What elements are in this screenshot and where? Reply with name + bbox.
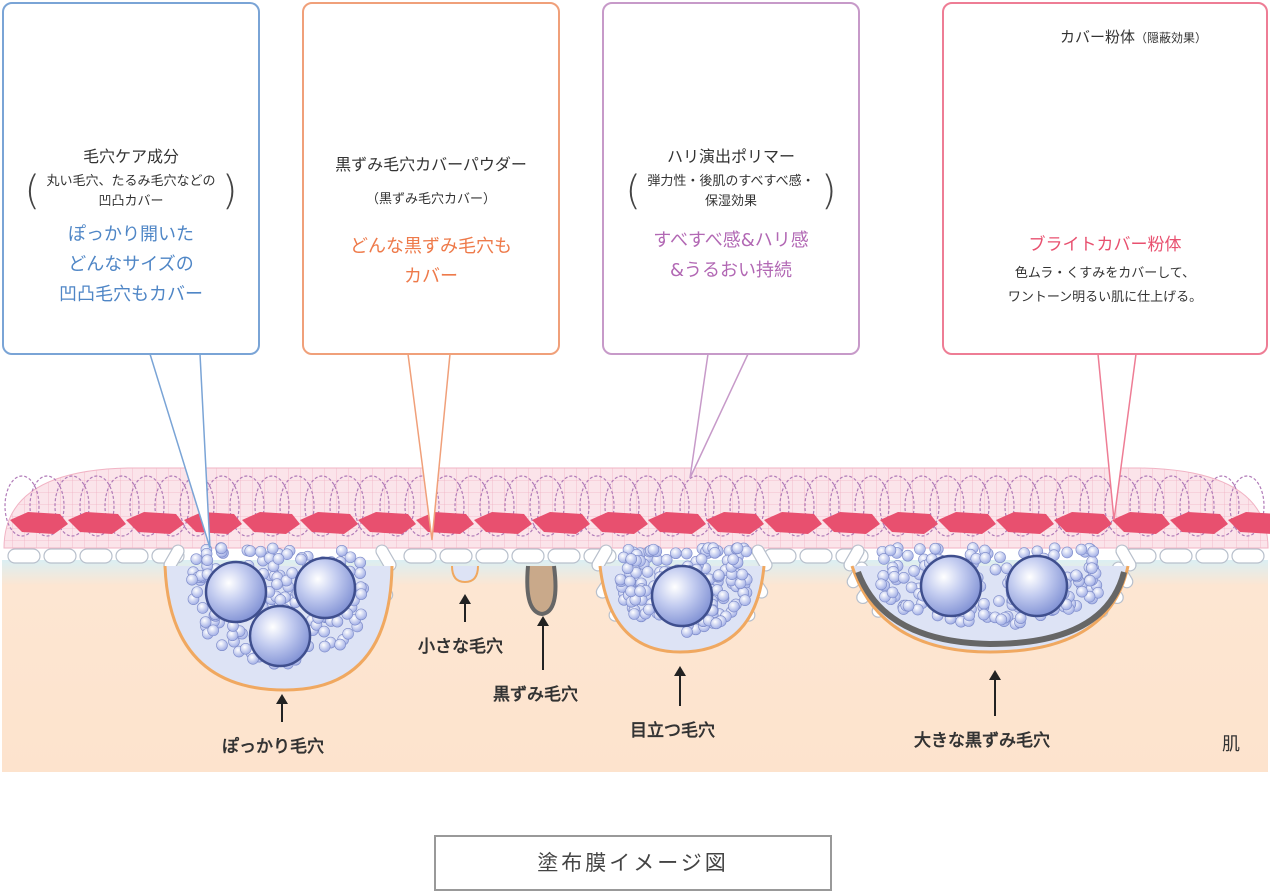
pore-care-highlight-1: ぽっかり開いた [68,224,194,245]
polymer-pointer [689,353,749,479]
polymer-sub-2: 保湿効果 [704,194,757,209]
gaping-pore-label: ぽっかり毛穴 [222,737,324,757]
cover-powder-legend: カバー粉体 [1060,28,1136,46]
visible-pore-label: 目立つ毛穴 [630,721,715,741]
pore-care-spheres [204,554,1069,668]
dark-pore-powder-sub: （黒ずみ毛穴カバー） [365,192,496,207]
cover-bar-label: カバー [1078,124,1127,143]
dark-pore-powder-highlight-1: どんな黒ずみ毛穴も [350,236,512,257]
skin-label: 肌 [1222,734,1240,755]
dark-pore [525,565,558,617]
small-pore [451,565,479,584]
dark-pore-powder-title: 黒ずみ毛穴カバーパウダー [335,155,527,174]
bright-cover-pointer [1097,353,1137,521]
pore-care-card: 毛穴ケア成分 丸い毛穴、たるみ毛穴などの 凹凸カバー ぽっかり開いた どんなサイ… [2,2,260,355]
bright-cover-desc-1: 色ムラ・くすみをカバーして、 [1014,266,1196,281]
dark-pore-powder-highlight-2: カバー [404,266,458,287]
polymer-highlight-1: すべすべ感&ハリ感 [653,230,809,251]
dark-pore-label: 黒ずみ毛穴 [493,685,578,705]
polymer-highlight-2: &うるおい持続 [669,260,793,281]
bright-cover-desc-2: ワントーン明るい肌に仕上げる。 [1007,290,1203,305]
polymer-card: ハリ演出ポリマー 弾力性・後肌のすべすべ感・ 保湿効果 すべすべ感&ハリ感 &う… [602,2,860,355]
pore-care-pointer [149,353,211,549]
cover-powder-band [10,512,1270,534]
polymer-sub-1: 弾力性・後肌のすべすべ感・ [647,174,815,189]
bright-cover-highlight: ブライトカバー粉体 [1028,235,1182,255]
bright-cover-card: カバー粉体（隠蔽効果） カバー ブライトカバー粉体 色ムラ・くすみをカバーして、… [942,2,1268,355]
diagram-caption: 塗布膜イメージ図 [434,835,832,891]
pore-care-highlight-2: どんなサイズの [68,254,194,275]
large-dark-pore-label: 大きな黒ずみ毛穴 [914,731,1050,751]
pore-care-title: 毛穴ケア成分 [82,147,179,166]
pore-care-highlight-3: 凹凸毛穴もカバー [59,284,203,305]
dark-pore-powder-pointer [407,353,451,541]
pore-care-sub-1: 丸い毛穴、たるみ毛穴などの [46,174,216,189]
polymer-title: ハリ演出ポリマー [666,147,795,166]
small-pore-label: 小さな毛穴 [418,637,503,657]
pore-arrows [276,594,1001,722]
pore-care-sub-2: 凹凸カバー [98,194,164,209]
polymer-loops [4,475,1265,537]
dark-pore-powder-card: 黒ずみ毛穴カバーパウダー （黒ずみ毛穴カバー） どんな黒ずみ毛穴も カバー [302,2,560,355]
cover-powder-legend-note: （隠蔽効果） [1135,31,1208,45]
